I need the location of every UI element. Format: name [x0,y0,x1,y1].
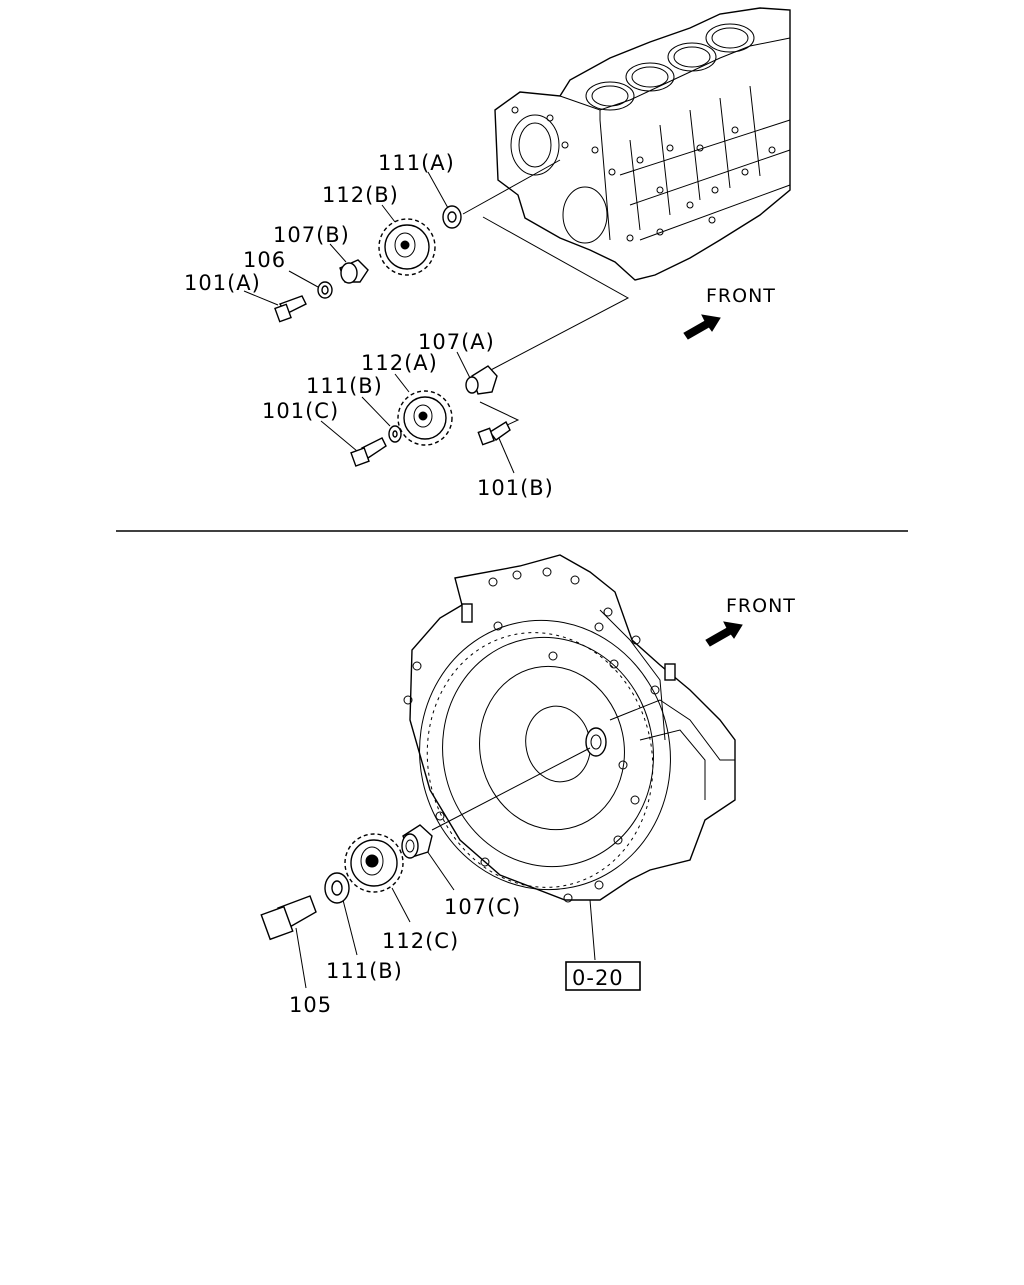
upper-part-labels: 111(A) 112(B) 107(B) 106 101(A) 107(A) 1… [184,151,554,500]
label-107b: 107(B) [273,223,350,247]
part-107a-shaft [465,365,498,395]
part-111b-washer [388,425,402,443]
engine-block-illustration [494,7,791,281]
upper-front-label: FRONT [706,285,776,307]
reference-box: 0-20 [565,961,641,991]
part-105-bolt [260,895,317,941]
front-arrow-icon [683,314,721,340]
label-105: 105 [289,993,332,1017]
part-107c-shaft [401,824,433,859]
part-101c-bolt [350,437,387,467]
label-101b: 101(B) [477,476,554,500]
label-112b: 112(B) [322,183,399,207]
flywheel-housing-illustration [403,554,736,903]
upper-front-indicator: FRONT [683,285,776,340]
label-106: 106 [243,248,286,272]
part-112c-gear [344,833,404,893]
part-111a-washer [442,205,462,229]
part-101a-bolt [274,295,307,323]
part-112a-gear [397,390,453,446]
lower-part-labels: 107(C) 112(C) 111(B) 105 [289,895,521,1017]
label-101a: 101(A) [184,271,261,295]
part-106-washer [317,281,333,299]
reference-box-label: 0-20 [572,966,624,990]
label-107c: 107(C) [444,895,521,919]
lower-front-indicator: FRONT [705,595,796,647]
front-arrow-icon [705,621,743,647]
label-112a: 112(A) [361,351,438,375]
label-107a: 107(A) [418,330,495,354]
label-101c: 101(C) [262,399,339,423]
lower-leader-lines [295,747,596,989]
part-112b-gear [378,218,436,276]
label-111b-upper: 111(B) [306,374,383,398]
part-107b-shaft [339,259,369,284]
label-111b-lower: 111(B) [326,959,403,983]
label-112c: 112(C) [382,929,459,953]
label-111a: 111(A) [378,151,455,175]
lower-front-label: FRONT [726,595,796,617]
part-111b-lower-washer [324,872,350,904]
part-101b-bolt [477,420,511,446]
